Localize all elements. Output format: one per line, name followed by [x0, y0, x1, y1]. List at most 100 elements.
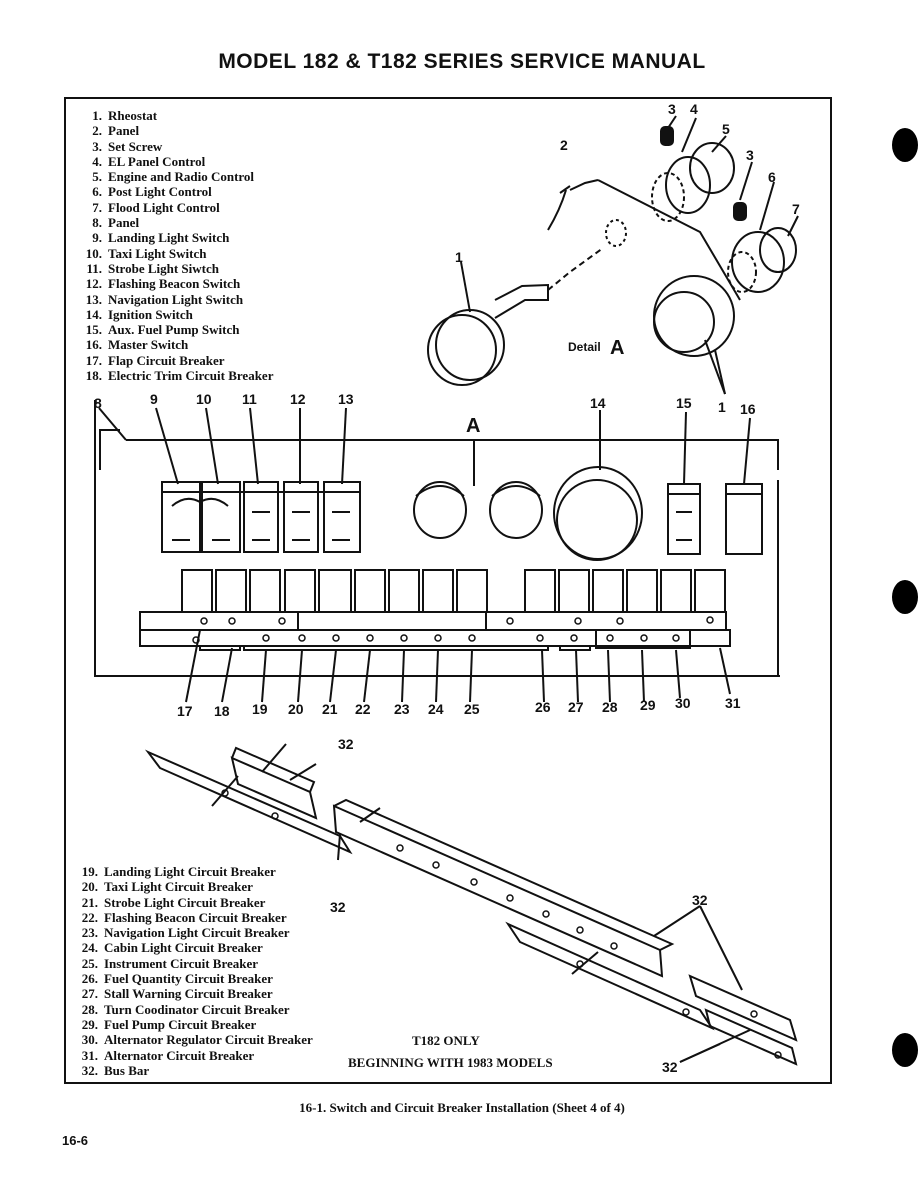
legend-number: 22.	[81, 909, 98, 925]
legend-number: 25.	[81, 955, 98, 971]
legend-text: EL Panel Control	[108, 153, 206, 169]
legend-item: 27. Stall Warning Circuit Breaker	[76, 986, 313, 1001]
legend-number: 10.	[85, 245, 102, 261]
callout-32d: 32	[662, 1059, 678, 1075]
callout-16: 16	[740, 401, 756, 417]
legend-text: Strobe Light Circuit Breaker	[104, 894, 266, 910]
callout-32a: 32	[338, 736, 354, 752]
detail-letter: A	[610, 337, 624, 359]
legend-item: 7.Flood Light Control	[80, 200, 273, 215]
callout-3: 3	[668, 101, 676, 117]
legend-item: 13.Navigation Light Switch	[80, 292, 273, 307]
legend-text: Stall Warning Circuit Breaker	[104, 986, 273, 1002]
legend-item: 25. Instrument Circuit Breaker	[76, 956, 313, 971]
legend-number: 13.	[85, 291, 102, 307]
legend-item: 6.Post Light Control	[80, 184, 273, 199]
callout-23: 23	[394, 701, 410, 717]
legend-number: 29.	[81, 1016, 98, 1032]
legend-number: 16.	[85, 337, 102, 353]
legend-item: 31.Alternator Circuit Breaker	[76, 1048, 313, 1063]
page-number: 16-6	[62, 1133, 89, 1148]
figure-frame	[64, 97, 832, 1084]
note-models: BEGINNING WITH 1983 MODELS	[348, 1055, 553, 1070]
legend-text: Alternator Regulator Circuit Breaker	[104, 1032, 313, 1048]
legend-number: 9.	[92, 230, 102, 246]
legend-number: 5.	[92, 169, 102, 185]
legend-item: 14.Ignition Switch	[80, 307, 273, 322]
legend-number: 27.	[81, 986, 98, 1002]
legend-text: Flood Light Control	[108, 199, 220, 215]
legend-item: 16.Master Switch	[80, 337, 273, 352]
legend-item: 4. EL Panel Control	[80, 154, 273, 169]
legend-text: Flashing Beacon Circuit Breaker	[104, 909, 287, 925]
legend-text: Bus Bar	[104, 1062, 150, 1078]
binding-hole	[892, 580, 918, 614]
legend-item: 23.Navigation Light Circuit Breaker	[76, 925, 313, 940]
legend-number: 4.	[92, 153, 102, 169]
legend-number: 28.	[81, 1001, 98, 1017]
legend-number: 1.	[92, 108, 102, 123]
figure-caption: 16-1. Switch and Circuit Breaker Install…	[299, 1100, 625, 1115]
legend-text: Landing Light Switch	[108, 230, 230, 246]
callout-32b: 32	[330, 899, 346, 915]
legend-number: 11.	[86, 260, 102, 276]
legend-number: 14.	[85, 306, 102, 322]
legend-number: 17.	[85, 352, 102, 368]
legend-item: 19. Landing Light Circuit Breaker	[76, 864, 313, 879]
detail-label: Detail	[568, 340, 601, 354]
legend-item: 18.Electric Trim Circuit Breaker	[80, 368, 274, 384]
callout-21: 21	[322, 701, 338, 717]
legend-item: 21.Strobe Light Circuit Breaker	[76, 895, 313, 910]
legend-number: 31.	[81, 1047, 98, 1063]
legend-text: Rheostat	[108, 108, 158, 123]
view-letter: A	[466, 415, 480, 437]
legend-text: Engine and Radio Control	[108, 169, 255, 185]
legend-item: 22. Flashing Beacon Circuit Breaker	[76, 910, 313, 925]
legend-text: Landing Light Circuit Breaker	[104, 864, 276, 879]
callout-3b: 3	[746, 147, 754, 163]
binding-hole	[892, 1033, 918, 1067]
callout-1: 1	[455, 249, 463, 265]
legend-number: 19.	[81, 864, 98, 879]
callout-26: 26	[535, 699, 551, 715]
callout-10: 10	[196, 391, 212, 407]
legend-number: 12.	[85, 276, 102, 292]
legend-text: Set Screw	[108, 138, 163, 154]
callout-31: 31	[725, 695, 741, 711]
callout-14: 14	[590, 395, 606, 411]
legend-item: 29. Fuel Pump Circuit Breaker	[76, 1017, 313, 1032]
legend-text: Panel	[108, 215, 140, 231]
callout-24: 24	[428, 701, 444, 717]
callout-6: 6	[768, 169, 776, 185]
legend-number: 15.	[85, 322, 102, 338]
callout-9: 9	[150, 391, 158, 407]
legend-item: 1. Rheostat	[80, 108, 273, 123]
legend-text: Taxi Light Circuit Breaker	[104, 879, 253, 895]
callout-20: 20	[288, 701, 304, 717]
callout-17: 17	[177, 703, 193, 719]
legend-number: 8.	[92, 215, 102, 231]
callout-2: 2	[560, 137, 568, 153]
legend-item: 17.Flap Circuit Breaker	[80, 353, 273, 368]
callout-29: 29	[640, 697, 656, 713]
legend-item: 11. Strobe Light Siwtch	[80, 261, 273, 276]
legend-item: 30. Alternator Regulator Circuit Breaker	[76, 1032, 313, 1047]
legend-text: Panel	[108, 123, 140, 139]
note-t182: T182 ONLY	[412, 1033, 480, 1048]
legend-text: Fuel Pump Circuit Breaker	[104, 1016, 257, 1032]
legend-text: Fuel Quantity Circuit Breaker	[104, 971, 273, 987]
legend-number: 3.	[92, 138, 102, 154]
legend-number: 18.	[85, 368, 102, 384]
callout-11: 11	[242, 391, 257, 407]
callout-5: 5	[722, 121, 730, 137]
callout-19: 19	[252, 701, 268, 717]
legend-text: Strobe Light Siwtch	[108, 260, 219, 276]
legend-text: Instrument Circuit Breaker	[104, 955, 259, 971]
legend-item: 24.Cabin Light Circuit Breaker	[76, 940, 313, 955]
legend-number: 30.	[81, 1032, 98, 1048]
callout-1b: 1	[718, 399, 726, 415]
legend-text: Taxi Light Switch	[108, 245, 207, 261]
